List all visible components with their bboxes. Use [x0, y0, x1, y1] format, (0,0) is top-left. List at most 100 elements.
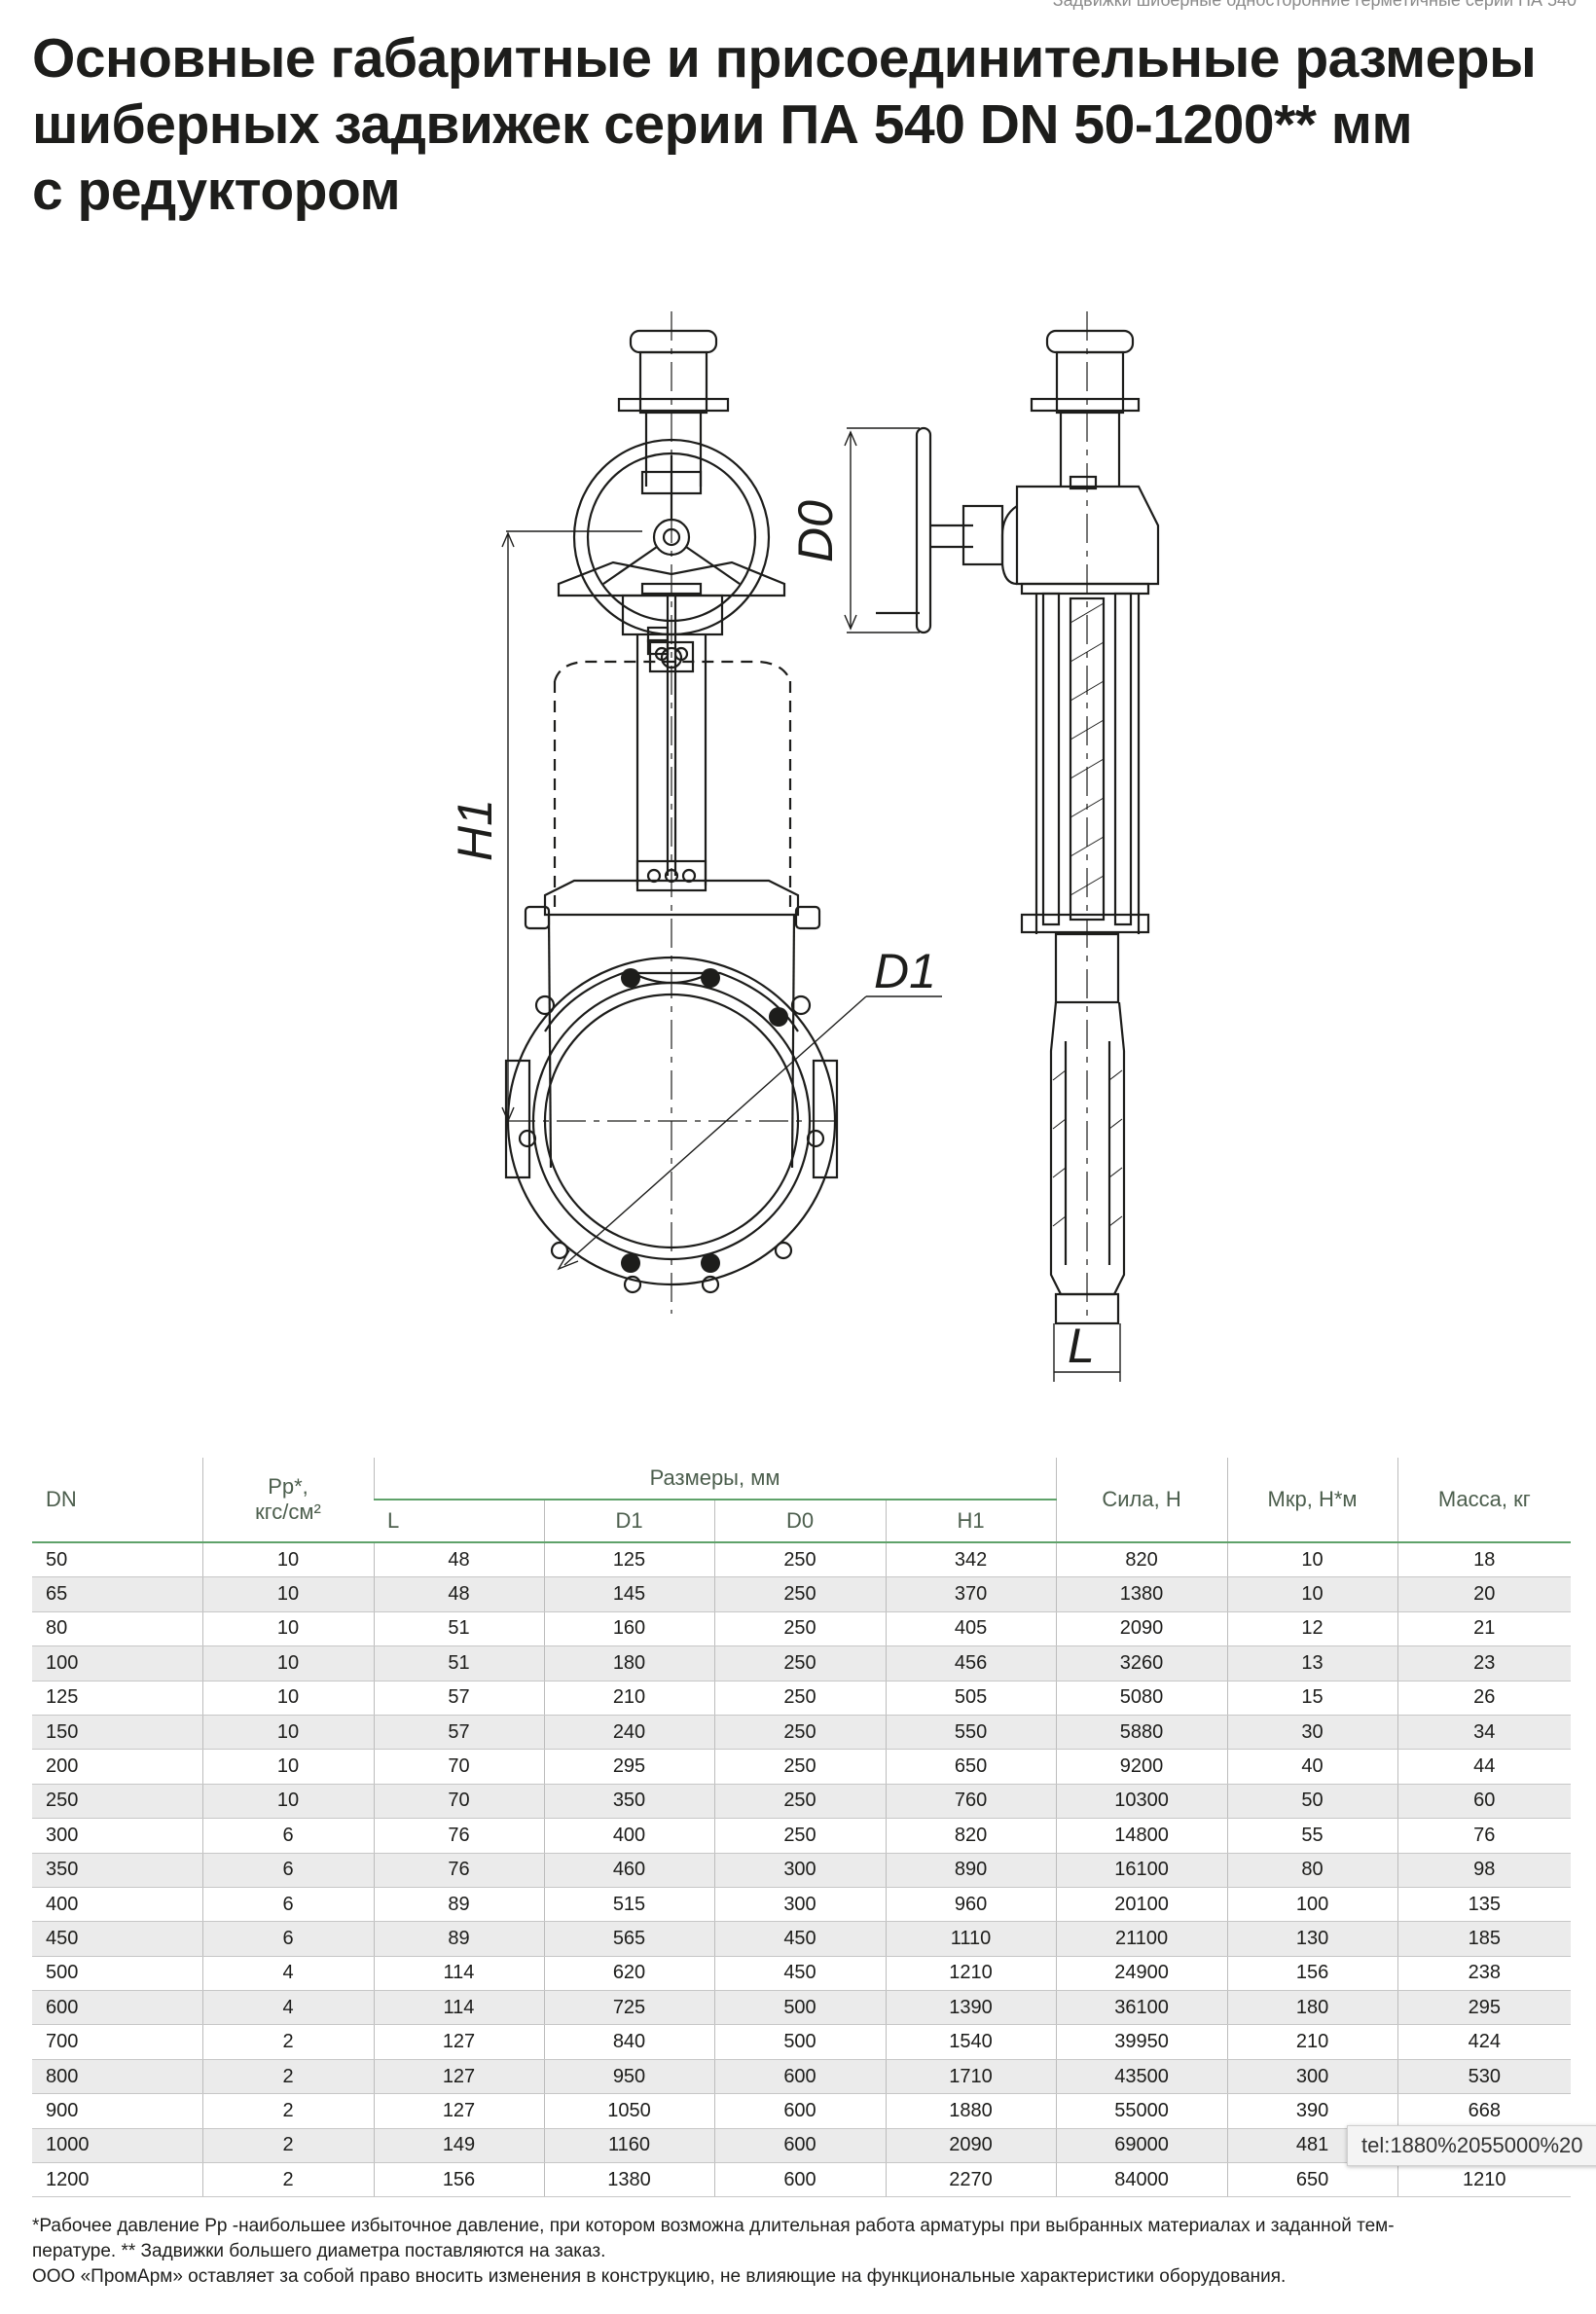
table-cell: 44 [1396, 1749, 1572, 1785]
title-line-2: шиберных задвижек серии ПА 540 DN 50-120… [32, 93, 1413, 156]
table-cell: 10 [201, 1611, 374, 1647]
table-cell: 620 [543, 1956, 714, 1992]
header-d0: D0 [713, 1500, 886, 1543]
table-cell: 250 [713, 1681, 886, 1716]
table-cell: 300 [713, 1887, 886, 1923]
table-cell: 1050 [543, 2093, 714, 2129]
valve-technical-drawing: H1 D0 D1 L [448, 311, 1160, 1382]
table-cell: 650 [1226, 2162, 1398, 2198]
table-cell: 210 [1226, 2024, 1398, 2060]
phone-link-tooltip[interactable]: tel:1880%2055000%20 [1347, 2125, 1596, 2166]
table-cell: 156 [373, 2162, 544, 2198]
table-cell: 600 [32, 1990, 202, 2026]
table-cell: 1880 [885, 2093, 1057, 2129]
table-cell: 36100 [1055, 1990, 1228, 2026]
header-d1: D1 [543, 1500, 714, 1543]
table-cell: 565 [543, 1921, 714, 1957]
table-cell: 50 [32, 1542, 202, 1578]
table-cell: 450 [713, 1921, 886, 1957]
table-cell: 500 [713, 1990, 886, 2026]
table-cell: 5080 [1055, 1681, 1228, 1716]
d0-label: D0 [788, 500, 843, 562]
table-cell: 10 [1226, 1542, 1398, 1578]
table-cell: 1160 [543, 2128, 714, 2164]
footnotes: *Рабочее давление Рр -наибольшее избыточ… [32, 2214, 1570, 2290]
table-cell: 18 [1396, 1542, 1572, 1578]
table-cell: 34 [1396, 1715, 1572, 1751]
table-cell: 400 [543, 1818, 714, 1854]
table-cell: 530 [1396, 2059, 1572, 2095]
table-cell: 70 [373, 1749, 544, 1785]
table-cell: 424 [1396, 2024, 1572, 2060]
header-h1: H1 [885, 1500, 1057, 1543]
table-cell: 23 [1396, 1645, 1572, 1681]
h1-label: H1 [448, 799, 502, 861]
table-cell: 10300 [1055, 1784, 1228, 1820]
table-cell: 48 [373, 1576, 544, 1612]
table-cell: 400 [32, 1887, 202, 1923]
table-cell: 240 [543, 1715, 714, 1751]
table-cell: 450 [32, 1921, 202, 1957]
table-cell: 70 [373, 1784, 544, 1820]
table-cell: 1000 [32, 2128, 202, 2164]
table-row: 100021491160600209069000481910 [32, 2128, 1572, 2164]
section-hatch [1052, 602, 1123, 1227]
table-cell: 10 [201, 1681, 374, 1716]
table-cell: 390 [1226, 2093, 1398, 2129]
table-cell: 30 [1226, 1715, 1398, 1751]
table-cell: 600 [713, 2162, 886, 2198]
table-cell: 10 [201, 1749, 374, 1785]
table-cell: 125 [32, 1681, 202, 1716]
table-cell: 89 [373, 1887, 544, 1923]
table-cell: 76 [1396, 1818, 1572, 1854]
table-cell: 1390 [885, 1990, 1057, 2026]
table-cell: 16100 [1055, 1853, 1228, 1888]
table-cell: 650 [885, 1749, 1057, 1785]
table-cell: 456 [885, 1645, 1057, 1681]
table-cell: 76 [373, 1818, 544, 1854]
table-cell: 1200 [32, 2162, 202, 2198]
table-cell: 2090 [1055, 1611, 1228, 1647]
table-cell: 700 [32, 2024, 202, 2060]
table-cell: 950 [543, 2059, 714, 2095]
table-cell: 80 [32, 1611, 202, 1647]
table-cell: 200 [32, 1749, 202, 1785]
table-cell: 900 [32, 2093, 202, 2129]
table-cell: 1710 [885, 2059, 1057, 2095]
table-cell: 210 [543, 1681, 714, 1716]
table-cell: 55 [1226, 1818, 1398, 1854]
table-cell: 1540 [885, 2024, 1057, 2060]
table-cell: 180 [543, 1645, 714, 1681]
page-title: Основные габаритные и присоединительные … [32, 25, 1579, 224]
table-cell: 1210 [1396, 2162, 1572, 2198]
table-cell: 10 [201, 1715, 374, 1751]
table-cell: 60 [1396, 1784, 1572, 1820]
table-cell: 505 [885, 1681, 1057, 1716]
table-cell: 160 [543, 1611, 714, 1647]
table-cell: 10 [201, 1576, 374, 1612]
table-cell: 2 [201, 2059, 374, 2095]
table-cell: 460 [543, 1853, 714, 1888]
table-cell: 405 [885, 1611, 1057, 1647]
table-cell: 238 [1396, 1956, 1572, 1992]
table-cell: 800 [32, 2059, 202, 2095]
header-dimensions-group: Размеры, мм [373, 1458, 1057, 1500]
header-l: L [374, 1500, 544, 1543]
table-cell: 127 [373, 2059, 544, 2095]
table-cell: 2 [201, 2128, 374, 2164]
table-cell: 20100 [1055, 1887, 1228, 1923]
table-cell: 4 [201, 1990, 374, 2026]
table-cell: 127 [373, 2093, 544, 2129]
table-cell: 600 [713, 2059, 886, 2095]
table-cell: 125 [543, 1542, 714, 1578]
table-cell: 5880 [1055, 1715, 1228, 1751]
table-cell: 135 [1396, 1887, 1572, 1923]
table-cell: 450 [713, 1956, 886, 1992]
